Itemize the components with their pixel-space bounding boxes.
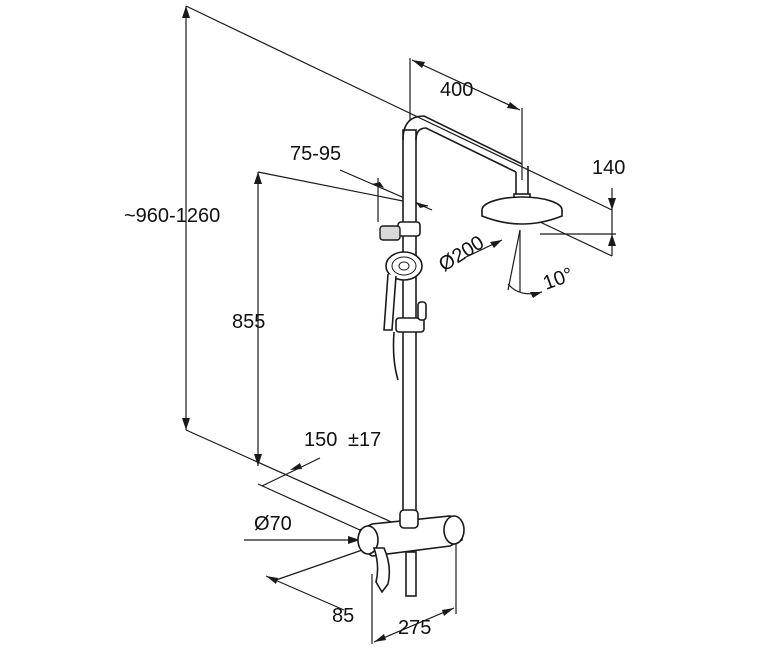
arrow-head xyxy=(290,463,302,470)
total-height-top-extension xyxy=(185,5,613,211)
left-escutcheon xyxy=(357,525,379,555)
holder-clamp xyxy=(379,225,401,241)
arrow-head xyxy=(416,202,428,208)
width-dimension-line xyxy=(373,607,455,643)
arrow-head xyxy=(182,418,190,430)
arrow-head xyxy=(530,292,542,298)
overhead-shower-head-rim xyxy=(481,210,563,225)
hand-shower-center xyxy=(398,261,410,271)
hose xyxy=(392,331,399,381)
holder-range-label: 75-95 xyxy=(290,143,341,165)
holder-height-label: 855 xyxy=(232,311,265,333)
projection-extension xyxy=(275,547,369,581)
arrow-head xyxy=(374,634,386,642)
arrow-head xyxy=(490,240,502,248)
slider-knob xyxy=(417,301,427,321)
tilt-angle-label: 10° xyxy=(540,264,576,295)
bath-outlet xyxy=(405,551,417,597)
riser-connector xyxy=(399,509,419,529)
head-plane-extension xyxy=(539,221,613,257)
arrow-head xyxy=(348,536,360,544)
arrow-head xyxy=(254,172,262,184)
arrow-head xyxy=(442,608,454,616)
arrow-head xyxy=(254,454,262,466)
projection-label: 85 xyxy=(332,605,354,627)
arm-length-label: 400 xyxy=(440,79,473,101)
total-height-bottom-extension xyxy=(185,429,397,525)
mixer-lever-handle[interactable] xyxy=(372,547,391,594)
slide-bracket-lower xyxy=(395,317,425,333)
slide-bracket-top xyxy=(397,221,421,237)
hand-shower-face xyxy=(391,256,417,276)
arrow-head xyxy=(412,60,425,68)
arrow-head xyxy=(608,198,616,210)
head-height-label: 140 xyxy=(592,157,625,179)
head-diameter-label: Ø200 xyxy=(435,232,488,277)
arrow-head xyxy=(507,102,520,110)
shower-arm-outer xyxy=(402,115,523,165)
projection-dimension-line xyxy=(265,575,345,611)
arrow-head xyxy=(608,234,616,246)
arrow-head xyxy=(266,576,278,584)
holder-height-top-extension xyxy=(257,171,429,207)
dimension-lines xyxy=(182,5,616,644)
right-escutcheon xyxy=(443,515,465,545)
hand-shower-head xyxy=(385,251,423,281)
centres-dimension-line xyxy=(261,457,321,487)
shower-arm-inner xyxy=(415,127,517,173)
arrow-head xyxy=(182,6,190,18)
hand-shower-handle xyxy=(383,273,397,331)
escutcheon-diameter-label: Ø70 xyxy=(254,513,292,535)
total-height-label: ~960-1260 xyxy=(124,205,220,227)
mixer-width-label: 275 xyxy=(398,617,431,639)
centres-tolerance-label: ±17 xyxy=(348,429,381,451)
shower-system xyxy=(357,115,563,597)
centres-label: 150 xyxy=(304,429,337,451)
angle-tilt-reference xyxy=(507,229,521,291)
arm-dimension-line xyxy=(411,59,521,111)
